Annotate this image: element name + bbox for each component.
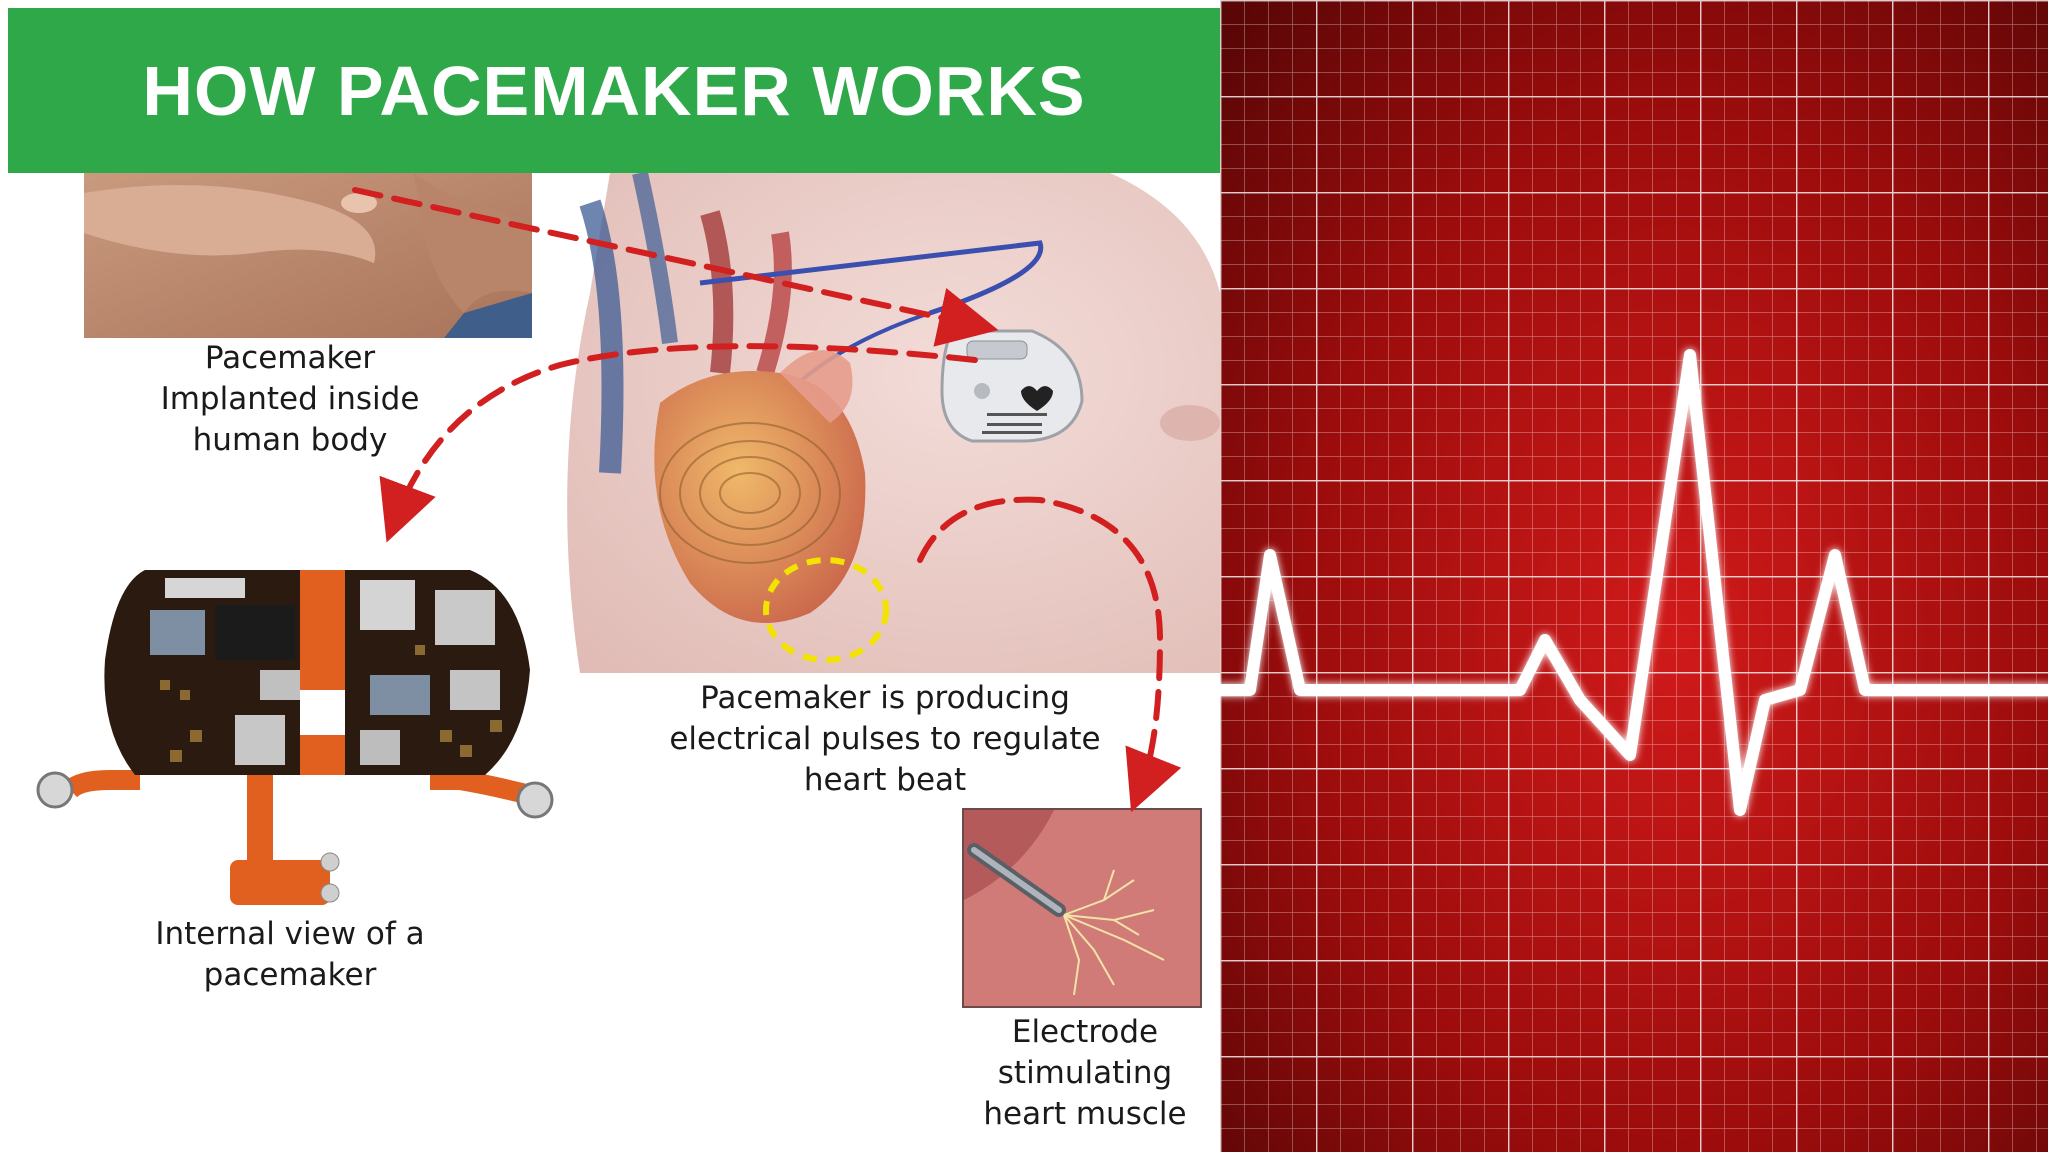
ecg-panel <box>1214 0 2048 1152</box>
caption-implant: Pacemaker Implanted inside human body <box>110 338 470 461</box>
caption-producing: Pacemaker is producing electrical pulses… <box>600 678 1170 801</box>
ecg-trace <box>1214 349 2048 816</box>
caption-line: stimulating <box>997 1055 1173 1091</box>
caption-line: Implanted inside <box>160 381 420 417</box>
caption-internal: Internal view of a pacemaker <box>110 914 470 996</box>
caption-line: heart beat <box>803 762 967 798</box>
title-banner: HOW PACEMAKER WORKS <box>8 8 1220 173</box>
electrode-photo <box>962 808 1202 1008</box>
caption-line: pacemaker <box>203 957 377 993</box>
caption-line: human body <box>192 422 388 458</box>
caption-line: Pacemaker is producing <box>700 680 1070 716</box>
caption-line: heart muscle <box>983 1096 1187 1132</box>
caption-line: Pacemaker <box>204 340 376 376</box>
implant-photo <box>84 173 532 338</box>
chest-anatomy-illustration <box>550 173 1220 673</box>
pacemaker-device <box>940 329 1084 443</box>
ecg-grid-bold <box>1220 0 2048 1152</box>
page-title: HOW PACEMAKER WORKS <box>142 51 1086 130</box>
caption-line: electrical pulses to regulate <box>669 721 1101 757</box>
caption-line: Internal view of a <box>155 916 425 952</box>
diagram-panel: HOW PACEMAKER WORKS <box>8 8 1220 1135</box>
pacemaker-circuit-board <box>20 550 580 910</box>
caption-electrode: Electrode stimulating heart muscle <box>935 1012 1220 1135</box>
finger-shape <box>84 185 376 263</box>
caption-line: Electrode <box>1011 1014 1159 1050</box>
